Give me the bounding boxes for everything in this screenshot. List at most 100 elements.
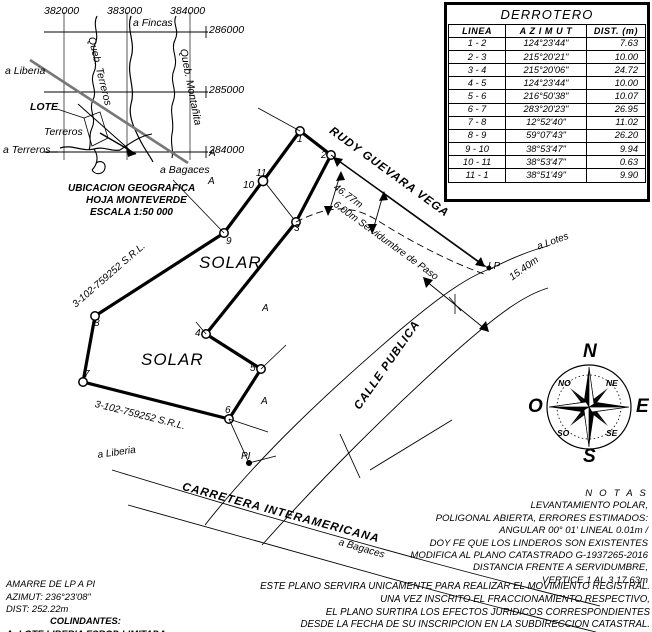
- vertex-label-4: 4: [195, 328, 201, 339]
- cell-azimut: 215°20'21": [505, 49, 587, 65]
- colindante-item-a: A- LOTE LIBERIA ESROD LIMITADA: [6, 628, 166, 632]
- notes-line-7: VERTICE 1 AL 3 17.63m: [542, 574, 648, 586]
- notes-line-4: DOY FE QUE LOS LINDEROS SON EXISTENTES: [429, 537, 648, 549]
- cell-dist: 9.90: [585, 168, 647, 183]
- a-lotes-spur: [491, 245, 549, 269]
- vertex-label-9: 9: [226, 236, 232, 247]
- compass-label-north: N: [583, 341, 597, 362]
- compass-label-east: E: [636, 396, 649, 417]
- vertex-label-7: 7: [84, 369, 90, 380]
- notes-line-5: MODIFICA AL PLANO CATASTRADO G-1937265-2…: [410, 549, 648, 561]
- label-leader-lines: [172, 107, 301, 433]
- cell-azimut: 216°50'38": [505, 89, 587, 104]
- amarre-block: AMARRE DE LP A PI AZIMUT: 236°23'08" DIS…: [6, 578, 95, 616]
- compass-label-south: S: [583, 446, 596, 467]
- vertex-label-3: 3: [294, 223, 300, 234]
- compass-label-northeast: NE: [606, 378, 618, 388]
- grid-label-384000: 384000: [170, 5, 206, 17]
- cell-linea: 10 - 11: [447, 155, 507, 170]
- cell-azimut: 283°20'23": [505, 102, 587, 117]
- cell-linea: 3 - 4: [447, 63, 507, 78]
- map-label-a-fincas: a Fincas: [133, 17, 173, 29]
- map-label-a-liberia: a Liberia: [5, 65, 46, 77]
- solar-label-lower: SOLAR: [141, 350, 204, 369]
- lp-point-label: LP: [488, 261, 501, 272]
- compass-label-west: O: [528, 396, 543, 417]
- cell-linea: 4 - 5: [447, 76, 507, 91]
- calle-publica-graphic: [204, 265, 549, 546]
- vertex-label-2: 2: [321, 150, 327, 161]
- col-header-linea: LINEA: [447, 24, 507, 38]
- grid-label-285000: 285000: [209, 84, 245, 96]
- cell-dist: 0.63: [585, 155, 647, 170]
- grid-label-286000: 286000: [209, 24, 245, 36]
- derrotero-table: DERROTERO LINEA A Z I M U T DIST. (m) 1 …: [444, 2, 650, 202]
- notes-line-1: LEVANTAMIENTO POLAR,: [530, 500, 648, 512]
- cell-azimut: 59°07'43": [505, 128, 587, 144]
- cell-linea: 6 - 7: [447, 102, 507, 117]
- vertex-label-5: 5: [250, 363, 256, 374]
- cell-dist: 26.20: [585, 128, 647, 144]
- servidumbre-interior-line: [263, 180, 297, 223]
- legal-line-3: EL PLANO SURTIRA LOS EFECTOS JURIDICOS C…: [325, 606, 650, 618]
- colindantes-title: COLINDANTES:: [50, 615, 121, 626]
- vertex-label-6: 6: [225, 405, 231, 416]
- vertex-label-8: 8: [94, 318, 100, 329]
- map-label-lote: LOTE: [30, 101, 58, 113]
- cell-dist: 10.00: [585, 49, 647, 65]
- amarre-line-1: AMARRE DE LP A PI: [6, 578, 96, 589]
- map-label-a-bagaces: a Bagaces: [160, 164, 210, 176]
- colindante-mark-a-2: A: [261, 396, 268, 407]
- cell-azimut: 215°20'06": [505, 63, 587, 78]
- cell-azimut: 124°23'44": [505, 76, 587, 91]
- cell-linea: 11 - 1: [447, 168, 507, 183]
- amarre-line-3: DIST: 252.22m: [6, 603, 69, 614]
- amarre-line-2: AZIMUT: 236°23'08": [6, 590, 91, 602]
- colindantes-block: COLINDANTES: A- LOTE LIBERIA ESROD LIMIT…: [6, 615, 166, 632]
- pi-point-label: PI: [241, 451, 251, 462]
- vertex-label-11: 11: [256, 168, 267, 179]
- vertex-label-1: 1: [297, 134, 303, 145]
- legal-block: ESTE PLANO SERVIRA UNICAMENTE PARA REALI…: [260, 581, 650, 632]
- location-map-caption-line2: HOJA MONTEVERDE: [86, 195, 187, 206]
- cell-azimut: 124°23'44": [505, 36, 587, 51]
- col-header-azimut: A Z I M U T: [505, 24, 587, 38]
- derrotero-title: DERROTERO: [500, 7, 594, 22]
- cell-linea: 5 - 6: [447, 89, 507, 104]
- cell-dist: 7.63: [585, 36, 647, 51]
- vertex-label-10: 10: [243, 180, 255, 191]
- grid-label-382000: 382000: [44, 5, 80, 17]
- carretera-interamericana-graphic: [111, 418, 601, 632]
- location-map-graphic: [29, 12, 208, 175]
- location-map-caption-line3: ESCALA 1:50 000: [90, 207, 173, 218]
- servidumbre-graphic: [295, 154, 489, 275]
- grid-label-383000: 383000: [107, 5, 143, 17]
- colindante-mark-a-4: A: [208, 176, 215, 187]
- table-header-row: LINEA A Z I M U T DIST. (m): [447, 24, 647, 38]
- grid-label-284000: 284000: [209, 144, 245, 156]
- compass-label-southwest: SO: [557, 428, 570, 438]
- col-header-dist: DIST. (m): [585, 24, 647, 38]
- compass-label-northwest: NO: [558, 378, 571, 388]
- map-label-a-terreros: a Terreros: [3, 144, 51, 156]
- map-label-terreros: Terreros: [44, 126, 83, 138]
- cell-azimut: 38°53'47": [505, 155, 587, 170]
- legal-line-1: ESTE PLANO SERVIRA UNICAMENTE PARA REALI…: [260, 581, 650, 592]
- notes-header: N O T A S: [585, 488, 648, 499]
- compass-label-southeast: SE: [606, 428, 618, 438]
- cell-azimut: 38°51'49": [505, 168, 587, 183]
- legal-line-4: DESDE LA FECHA DE SU INSCRIPCION EN LA S…: [300, 619, 650, 631]
- legal-line-2: UNA VEZ INSCRITO EL FRACCIONAMIENTO RESP…: [380, 593, 650, 605]
- cell-dist: 26.95: [585, 102, 647, 117]
